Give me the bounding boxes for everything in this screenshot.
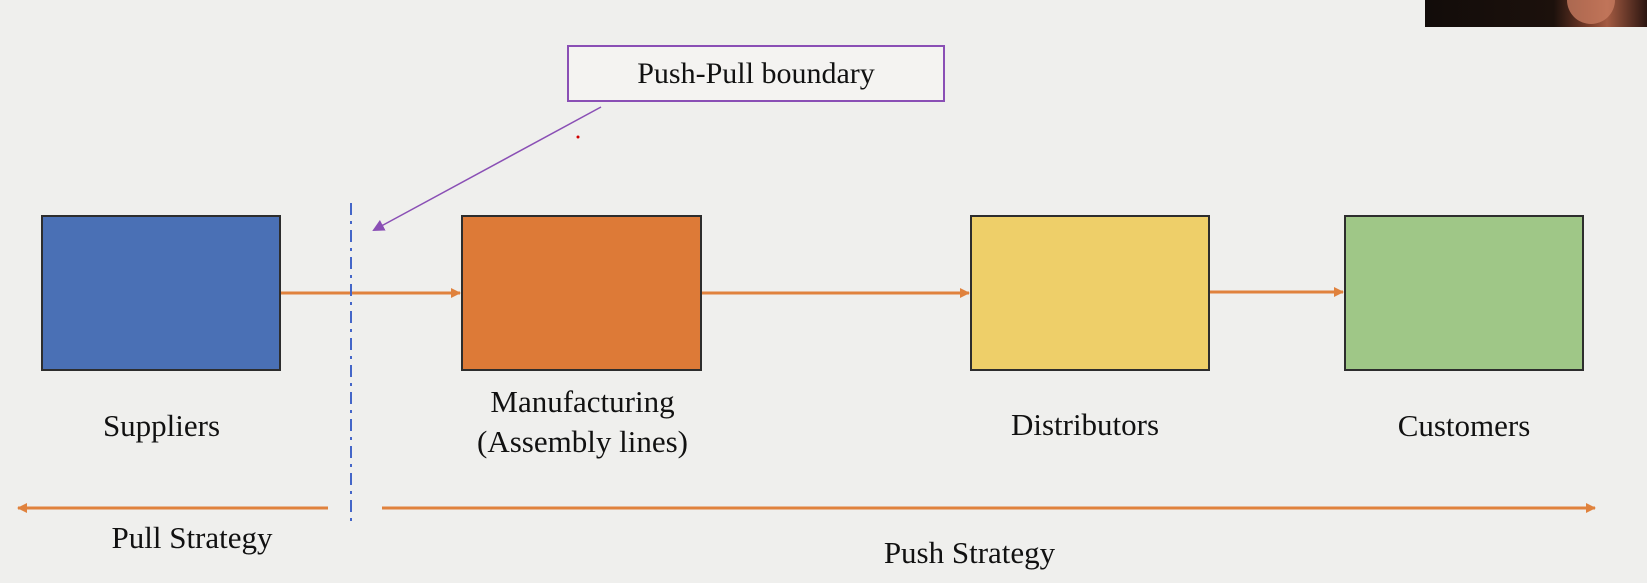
- push-pull-boundary-label: Push-Pull boundary: [637, 56, 875, 90]
- customers-label: Customers: [1397, 408, 1531, 443]
- boundary-callout-pointer: [372, 106, 602, 231]
- manufacturing-label-line2: (Assembly lines): [477, 424, 688, 460]
- push-strategy-label: Push Strategy: [883, 535, 1056, 570]
- suppliers-box: [41, 215, 281, 371]
- pull-strategy-label: Pull Strategy: [111, 520, 273, 555]
- manufacturing-box: [461, 215, 702, 371]
- distributors-label: Distributors: [1010, 407, 1160, 442]
- manufacturing-label-line1: Manufacturing: [490, 384, 675, 419]
- suppliers-label: Suppliers: [102, 408, 221, 443]
- distributors-box: [970, 215, 1210, 371]
- manufacturing-label: Manufacturing (Assembly lines): [455, 382, 710, 463]
- push-pull-boundary-callout: Push-Pull boundary: [567, 45, 945, 102]
- customers-box: [1344, 215, 1584, 371]
- red-dot-marker: [576, 135, 580, 139]
- presenter-video-thumbnail[interactable]: [1425, 0, 1647, 27]
